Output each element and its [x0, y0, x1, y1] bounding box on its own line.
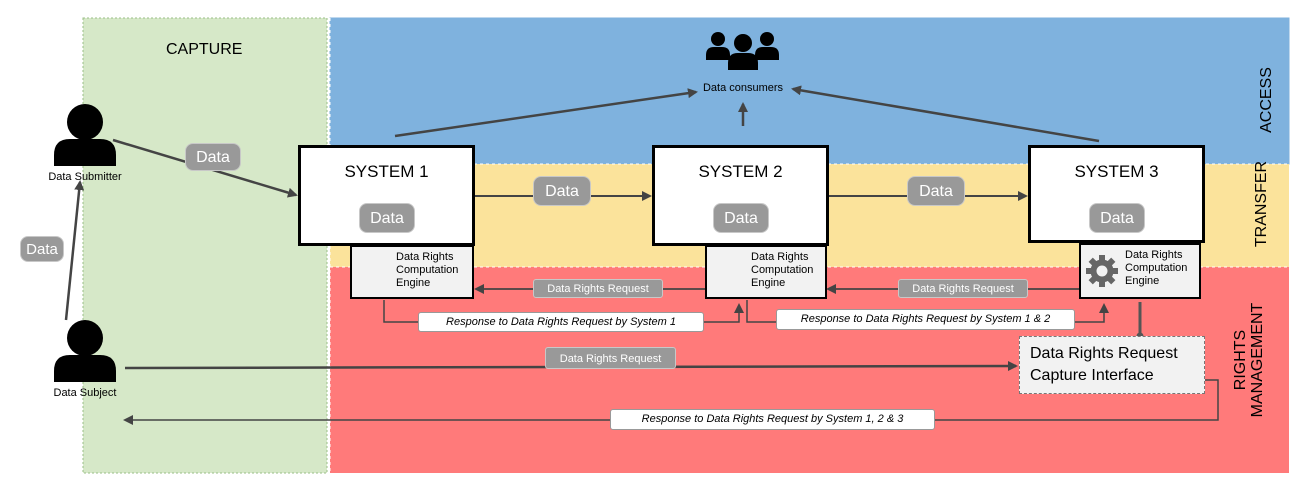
data-subject-label: Data Subject: [53, 387, 117, 399]
gear-icon: [1086, 255, 1118, 287]
data-label: Data: [196, 149, 230, 166]
engine-line: Engine: [1125, 275, 1160, 287]
subject-to-submitter-arrow: [64, 180, 85, 321]
data-label: Data: [26, 241, 58, 258]
rights-zone-title-line2: MANAGEMENT: [1248, 302, 1266, 418]
data-pill-transfer-2: Data: [907, 176, 965, 206]
capture-interface-line2: Capture Interface: [1030, 367, 1154, 384]
data-submitter-label: Data Submitter: [48, 171, 122, 183]
system-3-title: SYSTEM 3: [1074, 162, 1159, 181]
data-pill-transfer-1: Data: [533, 176, 591, 206]
system-1-data: Data: [359, 203, 415, 233]
response-label-system-1-2: Response to Data Rights Request by Syste…: [776, 309, 1075, 330]
system1-to-consumers-arrow: [394, 88, 698, 138]
capture-interface-box: Data Rights Request Capture Interface: [1019, 336, 1205, 394]
rights-zone-title: RIGHTS MANAGEMENT: [1232, 285, 1273, 435]
rights-zone-title-line1: RIGHTS: [1232, 329, 1249, 391]
engine-line: Data Rights: [396, 251, 454, 263]
engine-line: Data Rights: [1125, 249, 1183, 261]
data-submitter-icon: [54, 104, 116, 166]
system-2-title: SYSTEM 2: [698, 162, 783, 181]
capture-interface-line1: Data Rights Request: [1030, 345, 1178, 362]
engine-line: Computation: [751, 264, 814, 276]
capture-zone-title: CAPTURE: [166, 41, 243, 58]
transfer-zone-title: TRANSFER: [1253, 160, 1270, 248]
engine-2: Data Rights Computation Engine: [705, 245, 827, 299]
engine-line: Computation: [396, 264, 459, 276]
access-zone-title: ACCESS: [1258, 67, 1275, 133]
system-1-title: SYSTEM 1: [344, 162, 429, 181]
data-consumers-icon: [706, 32, 779, 70]
engine-1-label: Data Rights Computation Engine: [396, 251, 458, 290]
request-pill-3-to-2: Data Rights Request: [898, 279, 1028, 298]
engine-3: Data Rights Computation Engine: [1079, 243, 1201, 299]
data-label: Data: [724, 210, 758, 227]
request-pill-2-to-1: Data Rights Request: [533, 279, 663, 298]
engine-3-label: Data Rights Computation Engine: [1125, 249, 1187, 288]
system-3-data: Data: [1089, 203, 1145, 233]
engine-line: Engine: [396, 277, 431, 289]
request-pill-subject: Data Rights Request: [545, 347, 676, 369]
engine-2-label: Data Rights Computation Engine: [751, 251, 813, 290]
system-2-data: Data: [713, 203, 769, 233]
engine-line: Data Rights: [751, 251, 809, 263]
response-label-system-1: Response to Data Rights Request by Syste…: [418, 312, 704, 332]
data-label: Data: [370, 210, 404, 227]
data-label: Data: [545, 183, 579, 200]
data-pill-subject: Data: [20, 236, 64, 262]
data-subject-icon: [54, 320, 116, 382]
response-label-system-1-2-3: Response to Data Rights Request by Syste…: [610, 409, 935, 430]
engine-1: Data Rights Computation Engine: [350, 245, 474, 299]
data-consumers-label: Data consumers: [702, 82, 784, 94]
system-2-box: SYSTEM 2 Data: [652, 145, 829, 246]
capture-zone: [82, 17, 328, 474]
system3-to-consumers-arrow: [791, 85, 1100, 143]
system-1-box: SYSTEM 1 Data: [298, 145, 475, 246]
engine-line: Engine: [751, 277, 786, 289]
data-label: Data: [1100, 210, 1134, 227]
system-3-box: SYSTEM 3 Data: [1028, 145, 1205, 243]
data-pill-submitter: Data: [185, 143, 241, 171]
engine-line: Computation: [1125, 262, 1188, 274]
data-label: Data: [919, 183, 953, 200]
